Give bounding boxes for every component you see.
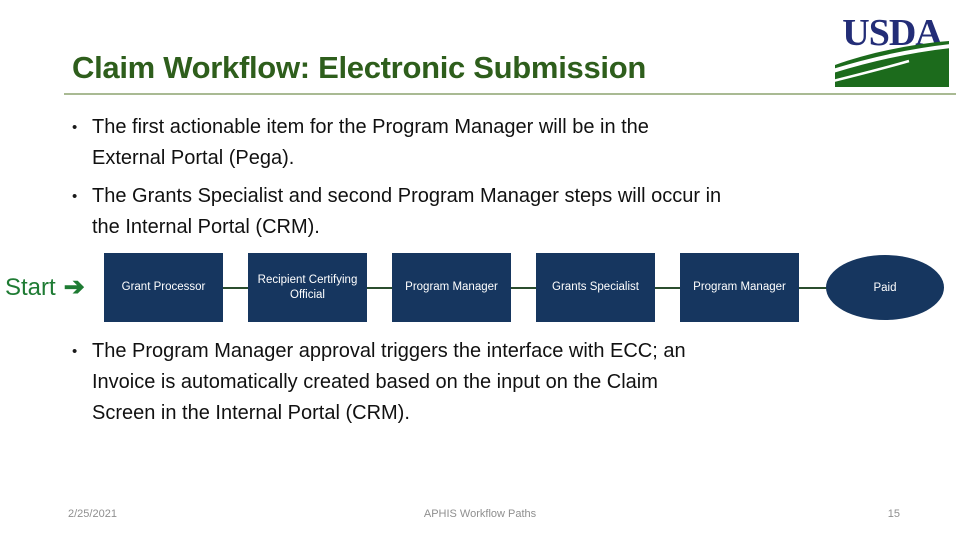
flow-step-program-manager-2: Program Manager	[680, 253, 799, 322]
bullet-marker: •	[72, 188, 78, 205]
flow-end-paid: Paid	[826, 255, 944, 320]
footer-date: 2/25/2021	[68, 508, 117, 520]
list-item: • The Grants Specialist and second Progr…	[72, 181, 902, 243]
start-arrow-icon: ➔	[63, 273, 85, 301]
bullet-text: The Program Manager approval triggers th…	[92, 340, 686, 424]
start-label: Start ➔	[5, 272, 85, 302]
usda-swoosh-1	[832, 44, 952, 73]
connector-line	[150, 287, 886, 289]
list-item: • The Program Manager approval triggers …	[72, 336, 902, 429]
start-text: Start	[5, 274, 56, 301]
bullet-text: The Grants Specialist and second Program…	[92, 185, 722, 238]
page-title: Claim Workflow: Electronic Submission	[72, 50, 646, 85]
lower-bullet-list: • The Program Manager approval triggers …	[72, 336, 902, 436]
upper-bullet-list: • The first actionable item for the Prog…	[72, 112, 902, 250]
footer-title: APHIS Workflow Paths	[423, 508, 537, 520]
flow-step-program-manager-1: Program Manager	[392, 253, 511, 322]
page-number: 15	[887, 508, 900, 520]
bullet-marker: •	[72, 119, 78, 136]
flow-step-grants-specialist: Grants Specialist	[536, 253, 655, 322]
flow-step-recipient-certifying-official: Recipient Certifying Official	[248, 253, 367, 322]
usda-logo: USDA	[832, 8, 952, 92]
usda-logo-icon: USDA	[832, 12, 952, 87]
flow-step-grant-processor: Grant Processor	[104, 253, 223, 322]
bullet-marker: •	[72, 343, 78, 360]
usda-field-shape	[835, 41, 949, 87]
title-underline	[64, 93, 956, 95]
bullet-text: The first actionable item for the Progra…	[92, 116, 649, 169]
usda-swoosh-2	[832, 59, 910, 83]
list-item: • The first actionable item for the Prog…	[72, 112, 902, 174]
